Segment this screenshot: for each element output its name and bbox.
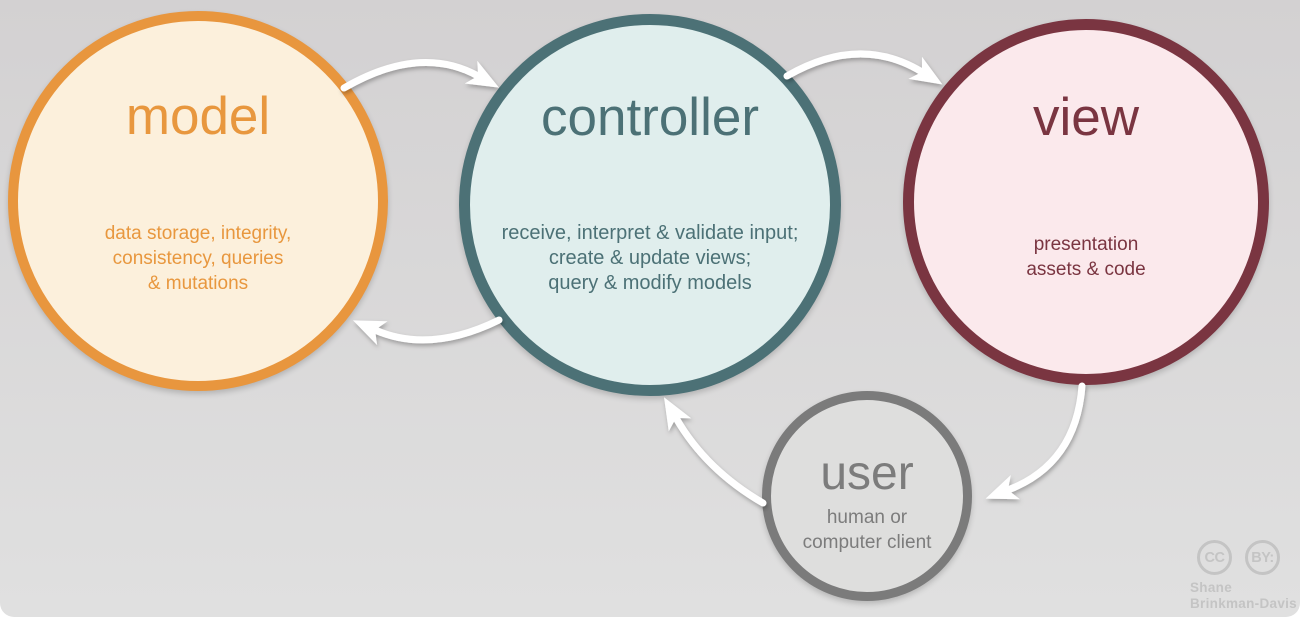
- arrow-view-to-user: [985, 382, 1086, 500]
- arrow-controller-to-view: [783, 50, 943, 85]
- arrow-model-to-controller: [340, 59, 500, 92]
- node-controller: controller receive, interpret & validate…: [459, 14, 841, 396]
- node-model-description: data storage, integrity, consistency, qu…: [104, 223, 292, 294]
- cc-by-license-icon: BY:: [1245, 540, 1280, 575]
- node-user-label: user: [820, 447, 914, 500]
- cc-license-icon: CC: [1197, 540, 1232, 575]
- attribution-author-line1: Shane: [1190, 580, 1233, 595]
- node-controller-description: receive, interpret & validate input; cre…: [501, 222, 799, 294]
- node-user: user human or computer client: [762, 391, 972, 601]
- node-view-description: presentation assets & code: [1026, 234, 1146, 280]
- attribution-author-line2: Brinkman-Davis: [1190, 596, 1297, 611]
- node-view: view presentation assets & code: [903, 19, 1269, 385]
- arrow-user-to-controller: [664, 397, 767, 507]
- node-view-label: view: [1032, 88, 1140, 147]
- node-model-label: model: [125, 87, 271, 146]
- arrow-controller-to-model: [352, 316, 503, 346]
- node-user-description: human or computer client: [802, 507, 932, 553]
- node-controller-label: controller: [541, 88, 759, 147]
- license-badges: CC BY:: [1190, 540, 1300, 575]
- node-model: model data storage, integrity, consisten…: [8, 11, 388, 391]
- license-attribution: CC BY: Shane Brinkman-Davis: [1190, 540, 1300, 610]
